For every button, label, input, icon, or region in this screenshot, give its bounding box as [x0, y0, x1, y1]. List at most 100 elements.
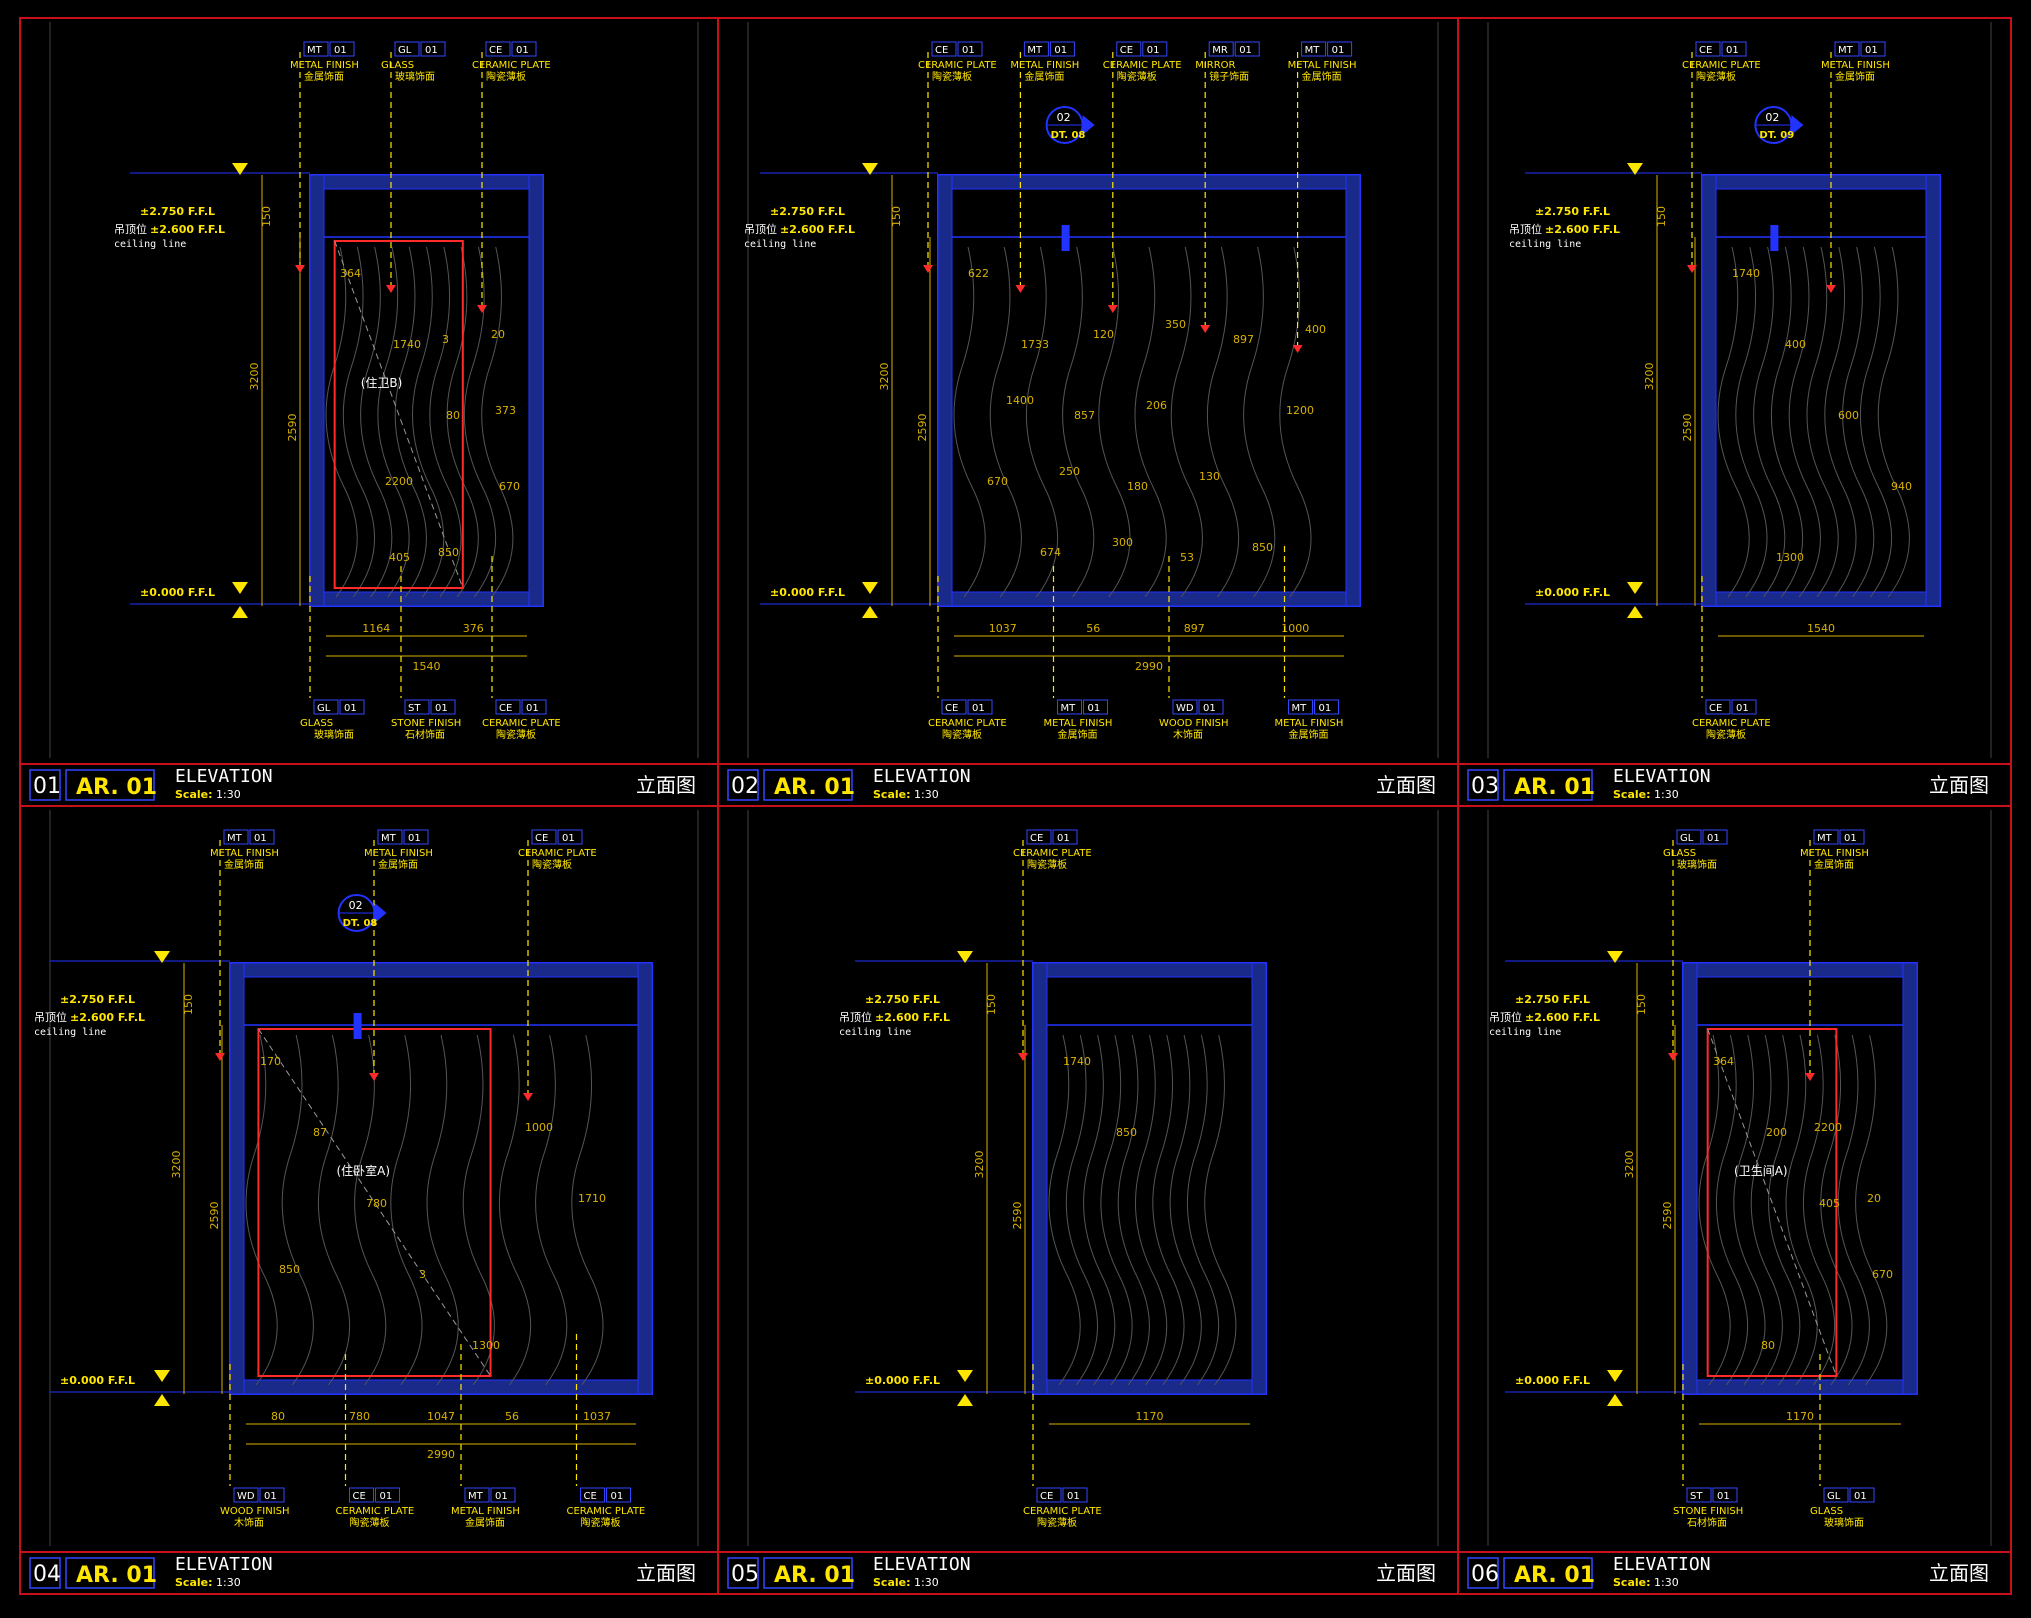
tag-label-cn: 陶瓷薄板 — [1706, 728, 1746, 741]
dim-inner-text: 2200 — [1814, 1121, 1842, 1134]
dim-bottom-text: 376 — [463, 622, 484, 635]
tag-code-box — [1023, 41, 1049, 57]
leader-arrow — [1015, 285, 1026, 293]
tag-num: 01 — [972, 703, 985, 714]
tag-code: MT — [307, 45, 323, 56]
marble-vein — [1788, 246, 1821, 598]
slab-top — [229, 962, 653, 978]
marble-vein — [1279, 246, 1312, 598]
wall-left — [1701, 174, 1717, 607]
tag-label-en: CERAMIC PLATE — [1682, 60, 1761, 71]
tag-num: 01 — [1865, 45, 1878, 56]
marble-vein — [1717, 246, 1750, 598]
wall-left — [309, 174, 325, 607]
tag-num: 01 — [1726, 45, 1739, 56]
slab-bottom — [309, 591, 544, 607]
tag-num-box — [1062, 1487, 1088, 1503]
dim-left-text: 3200 — [1643, 363, 1656, 391]
tag-code-box — [1813, 829, 1839, 845]
marble-vein — [1877, 246, 1910, 598]
leader-arrow — [923, 265, 933, 273]
marble-vein — [1735, 246, 1768, 598]
dim-inner-text: 400 — [1305, 323, 1326, 336]
dim-inner-text: 850 — [438, 546, 459, 559]
scale-label: Scale: — [873, 1576, 911, 1589]
dim-inner-text: 170 — [260, 1055, 281, 1068]
room-label: (住卫B) — [361, 376, 403, 390]
panel-number-box — [1467, 769, 1499, 801]
marble-vein — [390, 1034, 423, 1386]
tag-num: 01 — [380, 1491, 393, 1502]
level-arrow — [154, 1370, 170, 1382]
leader-arrow — [1668, 1053, 1678, 1061]
level-top-label: ±2.750 F.F.L — [1515, 993, 1590, 1006]
marble-vein — [1837, 1034, 1870, 1386]
room-label: (住卧室A) — [336, 1163, 390, 1178]
marble-vein — [377, 246, 410, 598]
dim-left-text: 3200 — [1623, 1151, 1636, 1179]
marble-vein — [1062, 246, 1095, 598]
marble-vein — [1152, 1034, 1185, 1386]
tag-label-cn: 陶瓷薄板 — [1696, 70, 1736, 83]
dim-left-text: 2590 — [1661, 1202, 1674, 1230]
wall-right — [1902, 962, 1918, 1395]
tag-num-box — [329, 41, 355, 57]
tag-label-en: METAL FINISH — [1800, 848, 1869, 859]
level-ceiling-cn: 吊顶位 — [34, 1010, 67, 1024]
tag-label-cn: 金属饰面 — [1024, 70, 1064, 83]
level-arrow — [862, 582, 878, 594]
slab-bottom — [937, 591, 1361, 607]
tag-code-box — [1208, 41, 1234, 57]
tag-label-en: METAL FINISH — [1288, 60, 1357, 71]
marble-vein — [462, 1034, 495, 1386]
slab-top — [309, 174, 544, 190]
tag-label-en: CERAMIC PLATE — [1023, 1506, 1102, 1517]
detail-callout-ref: DT. 08 — [1051, 130, 1086, 141]
tag-code: CE — [535, 833, 548, 844]
dim-left-text: 3200 — [248, 363, 261, 391]
level-floor-label: ±0.000 F.F.L — [140, 586, 215, 599]
dim-left-text: 150 — [1655, 206, 1668, 227]
level-arrow — [232, 163, 248, 175]
dim-inner-text: 1733 — [1021, 338, 1049, 351]
marble-vein — [1135, 1034, 1168, 1386]
tag-num-box — [430, 699, 456, 715]
dim-bottom-text: 780 — [349, 1410, 370, 1423]
scale-label: Scale: — [175, 1576, 213, 1589]
tag-code-box — [404, 699, 430, 715]
tag-code: WD — [1176, 703, 1194, 714]
section-marker — [1770, 225, 1779, 251]
view-name: 立面图 — [1376, 1561, 1436, 1585]
tag-code: CE — [935, 45, 948, 56]
level-arrow — [957, 1370, 973, 1382]
ceiling-line-label: ceiling line — [1489, 1027, 1561, 1038]
level-arrow — [232, 606, 248, 618]
tag-code: WD — [237, 1491, 255, 1502]
scale-value: 1:30 — [216, 1576, 241, 1589]
marble-vein — [1048, 1034, 1081, 1386]
detail-callout-arrow — [1791, 115, 1804, 135]
level-arrow — [154, 1394, 170, 1406]
tag-code-box — [495, 699, 521, 715]
tag-code-box — [303, 41, 329, 57]
tag-code-box — [464, 1487, 490, 1503]
dim-bottom-text: 80 — [271, 1410, 285, 1423]
dim-bottom-text: 1037 — [583, 1410, 611, 1423]
dim-inner-text: 3 — [419, 1268, 426, 1281]
tag-label-en: GLASS — [1810, 1506, 1843, 1517]
marble-vein — [1134, 246, 1167, 598]
tag-num: 01 — [1203, 703, 1216, 714]
level-floor-label: ±0.000 F.F.L — [865, 1374, 940, 1387]
elevation-title: ELEVATION — [175, 766, 273, 787]
marble-vein — [426, 1034, 459, 1386]
marble-vein — [1186, 1034, 1220, 1386]
dim-inner-text: 1740 — [1732, 267, 1760, 280]
level-floor-label: ±0.000 F.F.L — [1515, 1374, 1590, 1387]
door-swing-line — [1707, 1028, 1837, 1377]
dim-inner-text: 180 — [1127, 480, 1148, 493]
tag-code: GL — [1680, 833, 1694, 844]
dim-left-text: 2590 — [286, 414, 299, 442]
tag-num: 01 — [516, 45, 529, 56]
sheet-id-box — [763, 1557, 853, 1589]
